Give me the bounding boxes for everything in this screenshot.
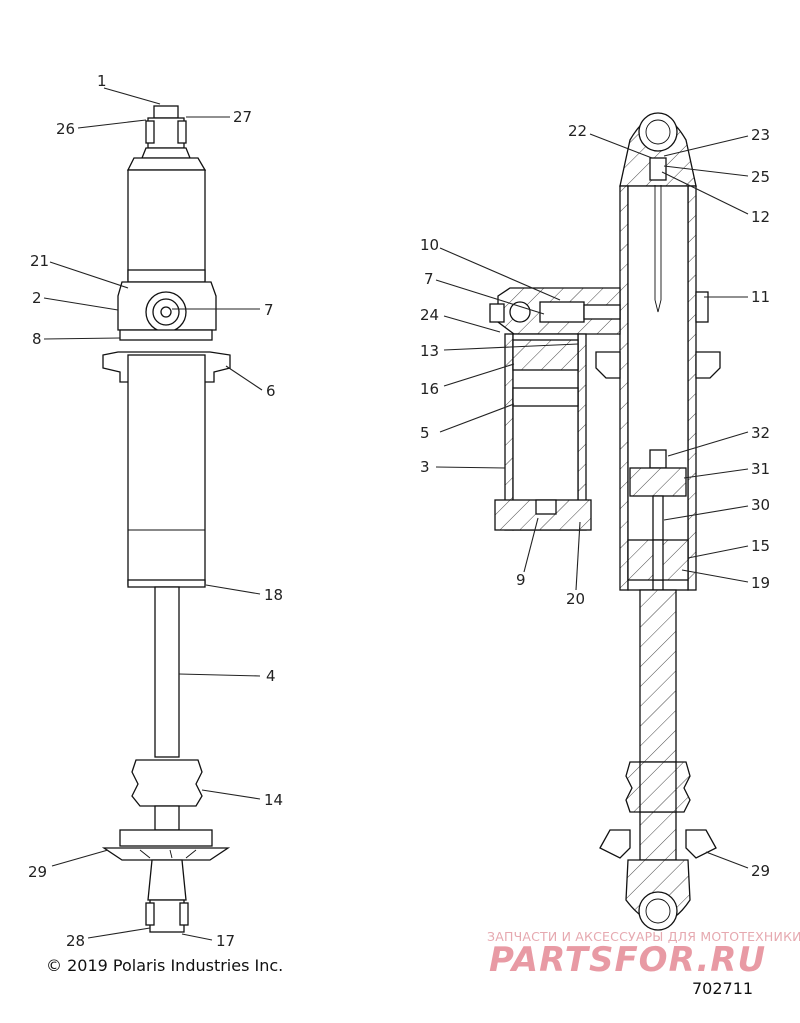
callout-label: 17 [216, 932, 235, 950]
callout-label: 27 [233, 108, 252, 126]
piston-nut [649, 449, 667, 469]
main-body-tube [127, 354, 206, 586]
lower-eyelet-bore [638, 891, 678, 931]
callout-label: 3 [420, 458, 430, 476]
section-lower-seat-right [685, 829, 717, 859]
top-eyelet-cap [153, 105, 179, 119]
shock-external-view [101, 105, 231, 933]
callout-label: 10 [420, 236, 439, 254]
section-shaft [639, 589, 677, 861]
callout-label: 21 [30, 252, 49, 270]
callout-label: 8 [32, 330, 42, 348]
bushing-left [145, 120, 155, 144]
ifp [512, 387, 579, 407]
callout-label: 31 [751, 460, 770, 478]
lower-eyelet-stem [147, 859, 187, 901]
right-callouts: 22 23 25 12 10 7 11 24 13 16 5 32 3 31 3… [420, 122, 770, 880]
callout-label: 19 [751, 574, 770, 592]
callout-label: 29 [751, 862, 770, 880]
left-callouts: 1 26 27 21 2 7 8 6 18 4 14 29 28 17 [28, 72, 283, 950]
upper-body-band [127, 269, 206, 283]
watermark-tagline: ЗАПЧАСТИ И АКСЕССУАРЫ ДЛЯ МОТОТЕХНИКИ [487, 929, 800, 944]
callout-label: 12 [751, 208, 770, 226]
callout-label: 13 [420, 342, 439, 360]
figure-number: 702711 [692, 979, 754, 998]
lower-bushing-left [145, 902, 155, 926]
body-cap [126, 157, 207, 171]
callout-label: 4 [266, 667, 276, 685]
callout-label: 6 [266, 382, 276, 400]
callout-label: 15 [751, 537, 770, 555]
body-wall-right [687, 185, 697, 591]
adjuster-cap [489, 303, 505, 323]
copyright-notice: © 2019 Polaris Industries Inc. [46, 956, 284, 975]
bushing-right [177, 120, 187, 144]
section-seat-left [595, 351, 621, 379]
adjuster-center [160, 306, 172, 318]
body-wall-left [619, 185, 629, 591]
head-collar [119, 329, 213, 341]
callout-label: 22 [568, 122, 587, 140]
eyelet-neck [141, 147, 191, 159]
callout-label: 23 [751, 126, 770, 144]
callout-label: 24 [420, 306, 439, 324]
callout-label: 30 [751, 496, 770, 514]
section-lower-seat-left [599, 829, 631, 859]
shock-section-view [489, 112, 721, 931]
callout-label: 2 [32, 289, 42, 307]
seat-rib-lines [139, 849, 197, 859]
piston [629, 467, 687, 497]
callout-label: 20 [566, 590, 585, 608]
top-eyelet-bore [638, 112, 678, 152]
callout-label: 32 [751, 424, 770, 442]
shaft-lower [154, 805, 180, 831]
callout-label: 7 [424, 270, 434, 288]
callout-label: 11 [751, 288, 770, 306]
callout-label: 16 [420, 380, 439, 398]
lower-bushing-right [179, 902, 189, 926]
callout-label: 1 [97, 72, 107, 90]
bleed-screw [649, 157, 667, 181]
callout-label: 9 [516, 571, 526, 589]
bump-stop [131, 759, 203, 807]
lower-spring-seat [101, 847, 231, 861]
callout-label: 14 [264, 791, 283, 809]
upper-body-tube [127, 169, 206, 281]
valve-body [539, 301, 585, 323]
callout-label: 26 [56, 120, 75, 138]
side-fitting [695, 291, 709, 323]
seal-ring [127, 579, 206, 588]
adjuster-screw [509, 301, 531, 323]
callout-label: 25 [751, 168, 770, 186]
lower-seat-collar [119, 829, 213, 847]
watermark-logo: PARTSFOR.RU [489, 940, 767, 980]
callout-label: 18 [264, 586, 283, 604]
callout-label: 7 [264, 301, 274, 319]
callout-label: 28 [66, 932, 85, 950]
internal-needle [654, 185, 662, 313]
callout-label: 29 [28, 863, 47, 881]
callout-label: 5 [420, 424, 430, 442]
lower-eyelet [149, 899, 185, 933]
section-seat-right [695, 351, 721, 379]
shaft [154, 586, 180, 758]
